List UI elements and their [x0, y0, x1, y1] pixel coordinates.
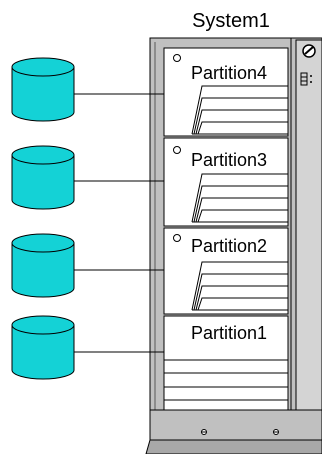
drive-slots: [191, 173, 288, 223]
drive-slots: [191, 85, 288, 135]
disk-cylinder-icon: [11, 145, 75, 210]
system-title: System1: [192, 10, 270, 32]
disk-cylinder-icon: [11, 57, 75, 122]
drive-slots: [164, 359, 288, 401]
indicator-light-icon: [173, 54, 181, 62]
drive-slots: [191, 261, 288, 311]
foot-screw-icon: [201, 429, 207, 435]
partition-label: Partition2: [191, 236, 267, 256]
drive-bay-icon: [300, 72, 312, 86]
cabinet-base: [145, 409, 322, 454]
partition-panel-1[interactable]: Partition1: [163, 315, 289, 411]
indicator-light-icon: [173, 146, 181, 154]
disk-cylinder-icon: [11, 315, 75, 380]
connection-lines: [74, 93, 164, 353]
partition-label: Partition1: [191, 323, 267, 343]
partition-panel-3[interactable]: Partition3: [163, 137, 289, 227]
partition-label: Partition4: [191, 63, 267, 83]
partition-label: Partition3: [191, 150, 267, 170]
foot-screw-icon: [273, 429, 279, 435]
disk-cylinder-icon: [11, 233, 75, 298]
partition-panel-2[interactable]: Partition2: [163, 227, 289, 315]
indicator-light-icon: [173, 234, 181, 242]
power-button-icon[interactable]: [302, 44, 316, 58]
partition-panel-4[interactable]: Partition4: [163, 47, 289, 137]
